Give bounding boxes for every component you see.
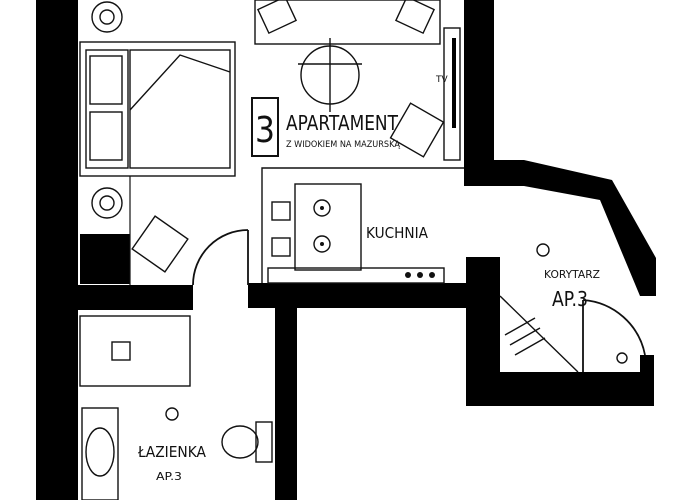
kitchen-island: [294, 183, 362, 271]
sink-basin: [85, 427, 115, 477]
tv-label: TV: [435, 75, 448, 85]
corridor-upper-wall: [464, 160, 656, 296]
corridor-light-bottom: [616, 352, 628, 364]
storage-block: [80, 234, 130, 284]
corridor-label: KORYTARZ: [544, 268, 600, 281]
hanger-2: [509, 327, 541, 346]
bed-frame: [79, 41, 236, 177]
apartment-subtitle: Z WIDOKIEM NA MAZURSKĄ: [286, 140, 401, 150]
mid-horizontal-wall-right: [248, 283, 468, 308]
hanger-3: [514, 337, 546, 356]
duvet: [129, 49, 231, 169]
pillow-top: [89, 55, 123, 105]
bathroom-code: AP.3: [156, 470, 182, 483]
armchair-corner: [389, 102, 445, 158]
kitchen-counter-line: [261, 167, 464, 283]
mid-horizontal-wall-left: [78, 285, 193, 310]
tv-screen: [452, 38, 456, 128]
corridor-end-wall: [640, 355, 654, 406]
nightstand-lamp-bottom: [91, 187, 123, 219]
armchair-right: [394, 0, 436, 35]
kitchen-fixture-dots: [320, 206, 435, 278]
bathroom-light: [165, 407, 179, 421]
tv-stand: [443, 27, 461, 161]
bedroom-furniture: [79, 0, 461, 273]
toilet-tank: [255, 421, 273, 463]
pillow-bottom: [89, 111, 123, 161]
stool-2: [271, 237, 291, 257]
hob-1: [313, 199, 331, 217]
sink-counter: [81, 407, 119, 500]
corridor-fixtures: [499, 243, 628, 373]
bathroom-label: ŁAZIENKA: [137, 443, 207, 461]
bed-headboard: [85, 49, 129, 169]
room-door-swing: [192, 229, 249, 286]
sofa: [254, 0, 441, 45]
armchair-left: [256, 0, 298, 35]
entrance-door-swing: [582, 299, 646, 356]
apartment-title: APARTAMENT: [286, 111, 399, 135]
duvet-fold: [129, 54, 231, 111]
walls: [36, 0, 656, 500]
apartment-number: 3: [255, 110, 275, 151]
stool-1: [271, 201, 291, 221]
left-outer-wall: [36, 0, 78, 500]
corridor-code: AP.3: [552, 287, 588, 311]
doors: [192, 229, 646, 372]
nightstand-lamp-top: [91, 1, 123, 33]
hob-2: [313, 235, 331, 253]
top-right-wall: [464, 0, 494, 185]
apartment-number-box: 3: [251, 97, 279, 157]
bathroom-fixtures: [79, 315, 273, 500]
kitchen-cabinets: [267, 267, 445, 284]
desk-chair: [131, 215, 189, 273]
hanger-1: [504, 317, 536, 336]
kitchen-furniture: [261, 167, 464, 284]
toilet-bowl: [221, 425, 259, 459]
shower-drain: [111, 341, 131, 361]
corridor-light-top: [536, 243, 550, 257]
nightstand-lamp-top-inner: [99, 9, 115, 25]
bathroom-right-wall: [275, 308, 297, 500]
wardrobe-edge: [499, 295, 579, 373]
shower: [79, 315, 191, 387]
corridor-bottom-wall: [466, 372, 654, 406]
nightstand-lamp-bottom-inner: [99, 195, 115, 211]
kitchen-label: KUCHNIA: [366, 224, 429, 242]
